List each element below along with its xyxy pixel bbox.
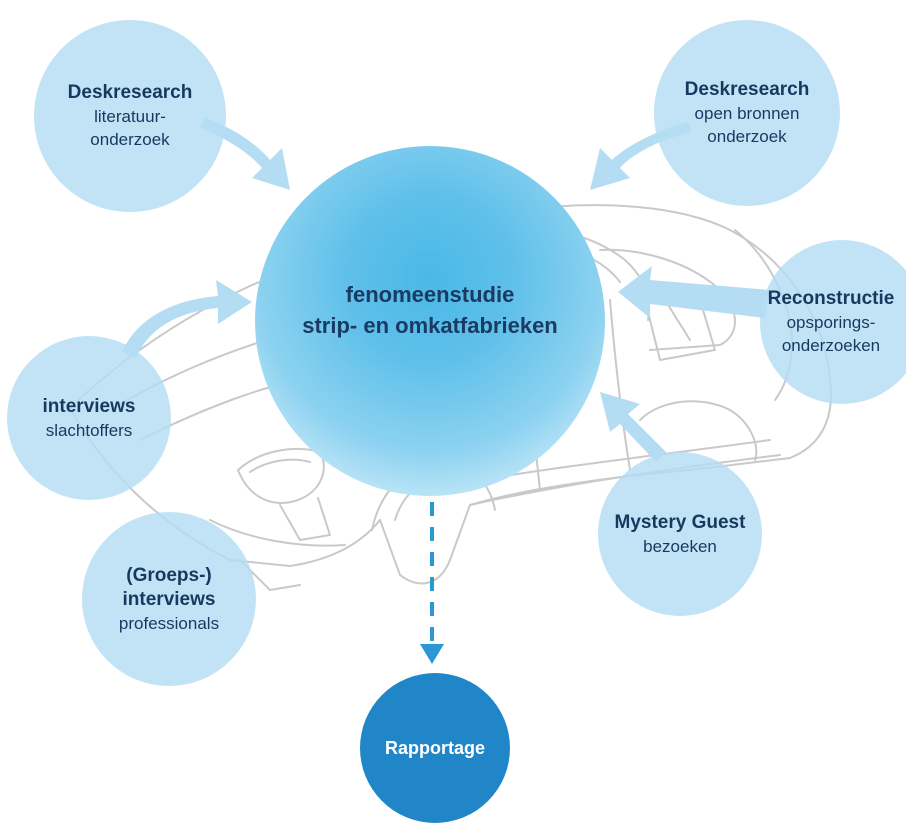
center-title-line1: fenomeenstudie <box>345 282 515 307</box>
node-title: Reconstructie <box>767 288 895 309</box>
node-subtitle: professionals <box>118 613 220 633</box>
node-subtitle: opsporings- <box>786 313 876 332</box>
node-desk-literature: Deskresearch literatuur- onderzoek <box>34 20 226 212</box>
node-reconstructie: Reconstructie opsporings- onderzoeken <box>760 240 906 404</box>
node-subtitle: onderzoeken <box>781 336 881 355</box>
node-mystery-guest: Mystery Guest bezoeken <box>598 452 762 616</box>
node-subtitle: onderzoek <box>707 127 787 146</box>
node-subtitle: onderzoek <box>90 130 170 149</box>
node-title: Deskresearch <box>67 82 193 103</box>
arrow-interviews <box>122 280 252 358</box>
arrow-down-icon <box>420 644 444 664</box>
node-title: (Groeps-) <box>126 564 212 586</box>
center-title-line2: strip- en omkatfabrieken <box>302 313 558 338</box>
arrow-mystery <box>600 392 666 462</box>
arrow-reconstructie <box>618 266 770 318</box>
node-interviews-victims: interviews slachtoffers <box>7 336 171 500</box>
node-desk-open-sources: Deskresearch open bronnen onderzoek <box>654 20 840 206</box>
node-title: Deskresearch <box>684 79 810 100</box>
node-subtitle: bezoeken <box>643 536 717 556</box>
node-group-interviews: (Groeps-) interviews professionals <box>82 512 256 686</box>
node-title: interviews <box>122 588 216 610</box>
node-subtitle: literatuur- <box>94 107 166 126</box>
node-report: Rapportage <box>360 673 510 823</box>
report-label: Rapportage <box>384 738 485 758</box>
node-subtitle: open bronnen <box>694 104 800 123</box>
node-title: Mystery Guest <box>614 511 746 533</box>
center-node: fenomeenstudie strip- en omkatfabrieken <box>255 146 605 496</box>
node-title: interviews <box>42 395 136 417</box>
node-subtitle: slachtoffers <box>45 420 133 440</box>
